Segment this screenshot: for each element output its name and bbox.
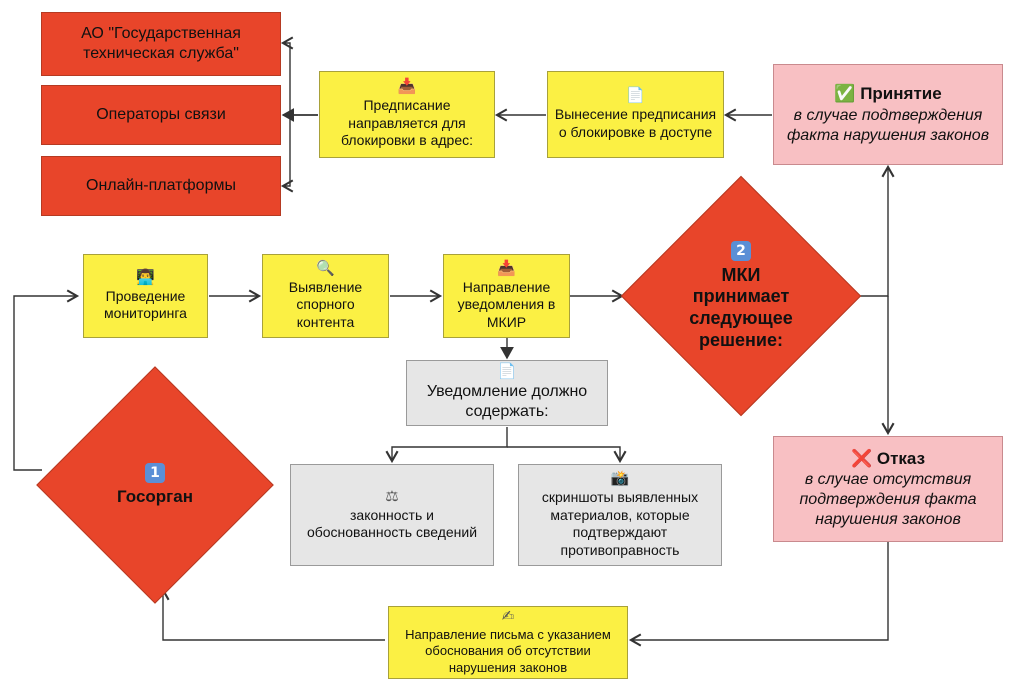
- screenshots-box: 📸 скриншоты выявленных материалов, котор…: [518, 464, 722, 566]
- letter-text: Направление письма с указанием обоснован…: [405, 627, 611, 675]
- technologist-icon: 👨‍💻: [136, 267, 155, 286]
- cross-icon: ❌: [850, 448, 873, 469]
- target-gts-box: АО "Государственная техническая служба": [41, 12, 281, 76]
- camera-icon: 📸: [610, 469, 630, 487]
- accept-subtitle: в случае подтверждения факта нарушения з…: [786, 106, 990, 144]
- legal-box: ⚖ законность и обоснованность сведений: [290, 464, 494, 566]
- target-platforms-box: Онлайн-платформы: [41, 156, 281, 216]
- predpisanie-box: 📥 Предписание направляется для блокировк…: [319, 71, 495, 158]
- scales-icon: ⚖: [385, 486, 399, 505]
- target-gts-label: АО "Государственная техническая служба": [81, 25, 241, 62]
- gosorgan-text: Госорган: [117, 487, 193, 506]
- napravlenie-box: 📥 Направление уведомления в МКИР: [443, 254, 570, 338]
- step-1-badge: 1: [145, 463, 165, 483]
- vynesenie-box: 📄 Вынесение предписания о блокировке в д…: [547, 71, 724, 158]
- notice-text: Уведомление должно содержать:: [426, 383, 588, 420]
- vynesenie-text: Вынесение предписания о блокировке в дос…: [554, 106, 717, 140]
- accept-title-row: ✅ Принятие: [834, 83, 941, 105]
- reject-title: Отказ: [876, 448, 926, 468]
- napravlenie-text: Направление уведомления в МКИР: [457, 278, 556, 330]
- vyyavlenie-box: 🔍 Выявление спорного контента: [262, 254, 389, 338]
- vyyavlenie-text: Выявление спорного контента: [288, 278, 363, 330]
- step-2-badge: 2: [731, 240, 751, 261]
- reject-title-row: ❌ Отказ: [851, 448, 925, 470]
- accept-title: Принятие: [860, 84, 942, 104]
- notice-box: 📄 Уведомление должно содержать:: [406, 360, 608, 426]
- accept-box: ✅ Принятие в случае подтверждения факта …: [773, 64, 1003, 165]
- checkmark-icon: ✅: [834, 84, 856, 105]
- target-platforms-label: Онлайн-платформы: [86, 177, 236, 194]
- magnifier-icon: 🔍: [316, 258, 335, 277]
- reject-subtitle: в случае отсутствия подтверждения факта …: [799, 471, 977, 529]
- writing-hand-icon: ✍: [501, 607, 515, 626]
- legal-text: законность и обоснованность сведений: [306, 506, 478, 541]
- target-operators-label: Операторы связи: [96, 106, 226, 123]
- inbox-tray-icon: 📥: [397, 77, 417, 96]
- document-icon: 📄: [497, 362, 517, 380]
- inbox-tray-icon: 📥: [497, 258, 516, 277]
- reject-box: ❌ Отказ в случае отсутствия подтверждени…: [773, 436, 1003, 542]
- gosorgan-content: 1 Госорган: [71, 401, 239, 569]
- target-operators-box: Операторы связи: [41, 85, 281, 145]
- mki-decision-content: 2 МКИ принимает следующее решение:: [656, 211, 826, 381]
- screenshots-text: скриншоты выявленных материалов, которые…: [541, 489, 699, 558]
- predpisanie-text: Предписание направляется для блокировки …: [340, 97, 474, 149]
- mki-decision-text: МКИ принимает следующее решение:: [689, 264, 793, 350]
- document-icon: 📄: [626, 86, 645, 104]
- monitoring-text: Проведение мониторинга: [104, 287, 187, 322]
- letter-box: ✍ Направление письма с указанием обоснов…: [388, 606, 628, 679]
- monitoring-box: 👨‍💻 Проведение мониторинга: [83, 254, 208, 338]
